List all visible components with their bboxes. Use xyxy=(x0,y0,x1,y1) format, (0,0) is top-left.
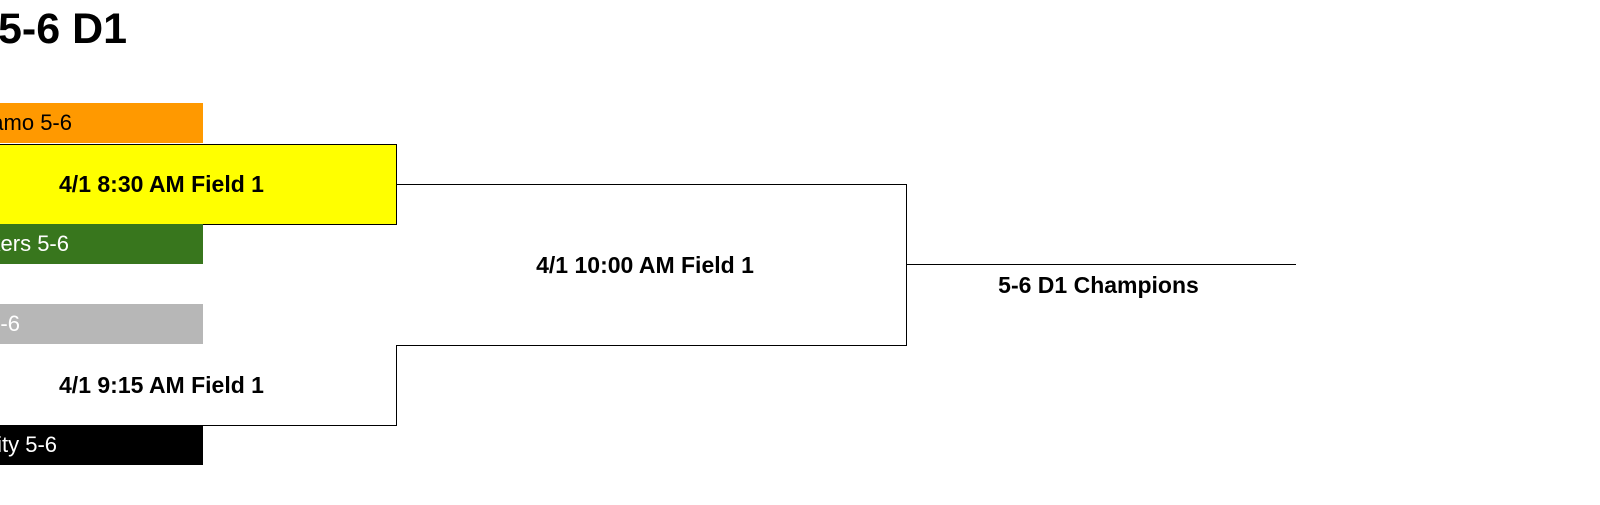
team-slot-4-label: City 5-6 xyxy=(0,432,57,457)
team-slot-4: City 5-6 xyxy=(0,425,203,465)
match-1-label: 4/1 8:30 AM Field 1 xyxy=(59,171,264,197)
team-slot-2: Strikers 5-6 xyxy=(0,224,203,264)
team-slot-1-label: Dynamo 5-6 xyxy=(0,110,72,135)
team-slot-3: Galaxy 5-6 xyxy=(0,304,203,344)
final-match-label: 4/1 10:00 AM Field 1 xyxy=(536,251,754,278)
team-slot-3-label: Galaxy 5-6 xyxy=(0,311,20,336)
match-2: 4/1 9:15 AM Field 1 xyxy=(0,345,397,426)
champion-line xyxy=(906,264,1296,265)
match-1: 4/1 8:30 AM Field 1 xyxy=(0,144,397,225)
team-slot-1: Dynamo 5-6 xyxy=(0,103,203,143)
bracket-title: 5-6 D1 xyxy=(0,5,128,53)
match-2-label: 4/1 9:15 AM Field 1 xyxy=(59,371,264,398)
team-slot-2-label: Strikers 5-6 xyxy=(0,231,69,256)
final-match: 4/1 10:00 AM Field 1 xyxy=(396,184,907,346)
champion-label: 5-6 D1 Champions xyxy=(998,272,1199,298)
